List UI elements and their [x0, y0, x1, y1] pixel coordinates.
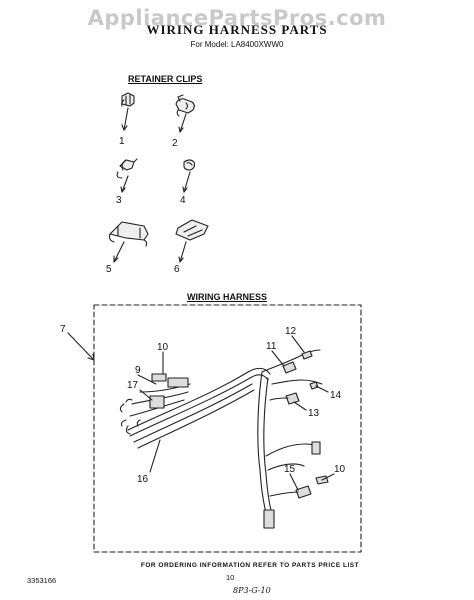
harness-frame: [93, 304, 362, 553]
callout-1: 1: [119, 136, 125, 147]
retainer-clip-4: [182, 159, 196, 193]
callout-15: 15: [284, 464, 296, 475]
watermark: AppliancePartsPros.com: [87, 6, 387, 30]
leader-7: [67, 332, 95, 361]
callout-10-top: 10: [157, 342, 169, 353]
callout-9: 9: [135, 365, 141, 376]
callout-13: 13: [308, 408, 320, 419]
retainer-clip-6: [175, 219, 209, 263]
page-number: 10: [226, 573, 235, 582]
callout-14: 14: [330, 390, 342, 401]
callout-3: 3: [116, 195, 122, 206]
callout-11: 11: [266, 341, 277, 352]
callout-4: 4: [180, 195, 186, 206]
handwritten-note: 8P3-G-10: [233, 586, 271, 595]
callout-17: 17: [127, 380, 139, 391]
ordering-note: FOR ORDERING INFORMATION REFER TO PARTS …: [140, 562, 360, 569]
callout-2: 2: [172, 138, 178, 149]
section-heading-wiring-harness: WIRING HARNESS: [187, 292, 268, 302]
callout-6: 6: [174, 264, 180, 275]
retainer-clip-3: [116, 158, 138, 193]
model-number: For Model: LA8400XWW0: [190, 40, 284, 49]
callout-16: 16: [137, 474, 149, 485]
page-title: WIRING HARNESS PARTS: [146, 22, 328, 37]
harness-leaders: [137, 335, 335, 491]
callout-7: 7: [60, 324, 66, 335]
callout-12: 12: [285, 326, 297, 337]
retainer-clip-1: [121, 92, 135, 131]
callout-10-bottom: 10: [334, 464, 346, 475]
document-number: 3353166: [27, 576, 57, 585]
wiring-harness-assembly: [119, 349, 329, 529]
callout-5: 5: [106, 264, 112, 275]
retainer-clip-2: [175, 94, 195, 133]
section-heading-retainer-clips: RETAINER CLIPS: [128, 74, 203, 84]
retainer-clip-5: [108, 221, 149, 263]
